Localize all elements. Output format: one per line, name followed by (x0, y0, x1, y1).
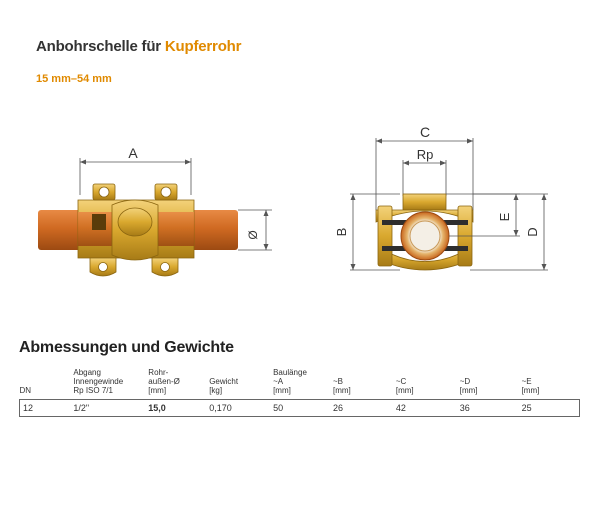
header-e: ~E[mm] (521, 377, 540, 395)
dimension-label-b: B (334, 228, 349, 237)
table-row: 12 1/2" 15,0 0,170 50 26 42 36 25 (19, 399, 580, 417)
technical-drawing: A Ø (38, 124, 548, 277)
cell-e: 25 (521, 399, 580, 417)
cell-pipe-diameter: 15,0 (148, 399, 210, 417)
bolt-top-left (92, 183, 116, 201)
section-title: Abmessungen und Gewichte (19, 339, 234, 356)
header-a: Baulänge~A[mm] (273, 368, 307, 395)
header-weight: Gewicht[kg] (209, 377, 239, 395)
bolt-left (377, 205, 393, 267)
header-dn: DN (19, 386, 32, 395)
cell-a: 50 (273, 399, 333, 417)
header-d: ~D[mm] (459, 377, 478, 395)
logo-plate (92, 214, 106, 230)
dimension-label-rp: Rp (417, 147, 434, 162)
cell-outlet-thread: 1/2" (73, 399, 149, 417)
bolt-top-right (154, 183, 178, 201)
cell-b: 26 (333, 399, 396, 417)
size-range: 15 mm–54 mm (36, 73, 112, 85)
cell-c: 42 (395, 399, 460, 417)
cell-dn: 12 (19, 399, 74, 417)
end-view: C Rp B E (334, 124, 548, 271)
side-view: A Ø (38, 145, 272, 277)
dimension-label-e: E (497, 212, 512, 221)
header-b: ~B[mm] (333, 377, 351, 395)
cell-d: 36 (459, 399, 522, 417)
bolt-bottom-left (89, 257, 117, 277)
header-c: ~C[mm] (395, 377, 414, 395)
cell-weight: 0,170 (209, 399, 274, 417)
title-accent: Kupferrohr (164, 38, 242, 55)
dimension-label-c: C (420, 124, 430, 140)
title-main: Anbohrschelle für (36, 38, 161, 55)
dimension-label-d: D (525, 227, 540, 236)
page-title: Anbohrschelle für Kupferrohr (36, 38, 241, 55)
dimension-label-a: A (128, 145, 138, 161)
dimension-label-diameter: Ø (246, 230, 260, 239)
bolt-bottom-right (151, 257, 179, 277)
header-pipe-diameter: Rohr-außen-Ø[mm] (148, 368, 180, 395)
